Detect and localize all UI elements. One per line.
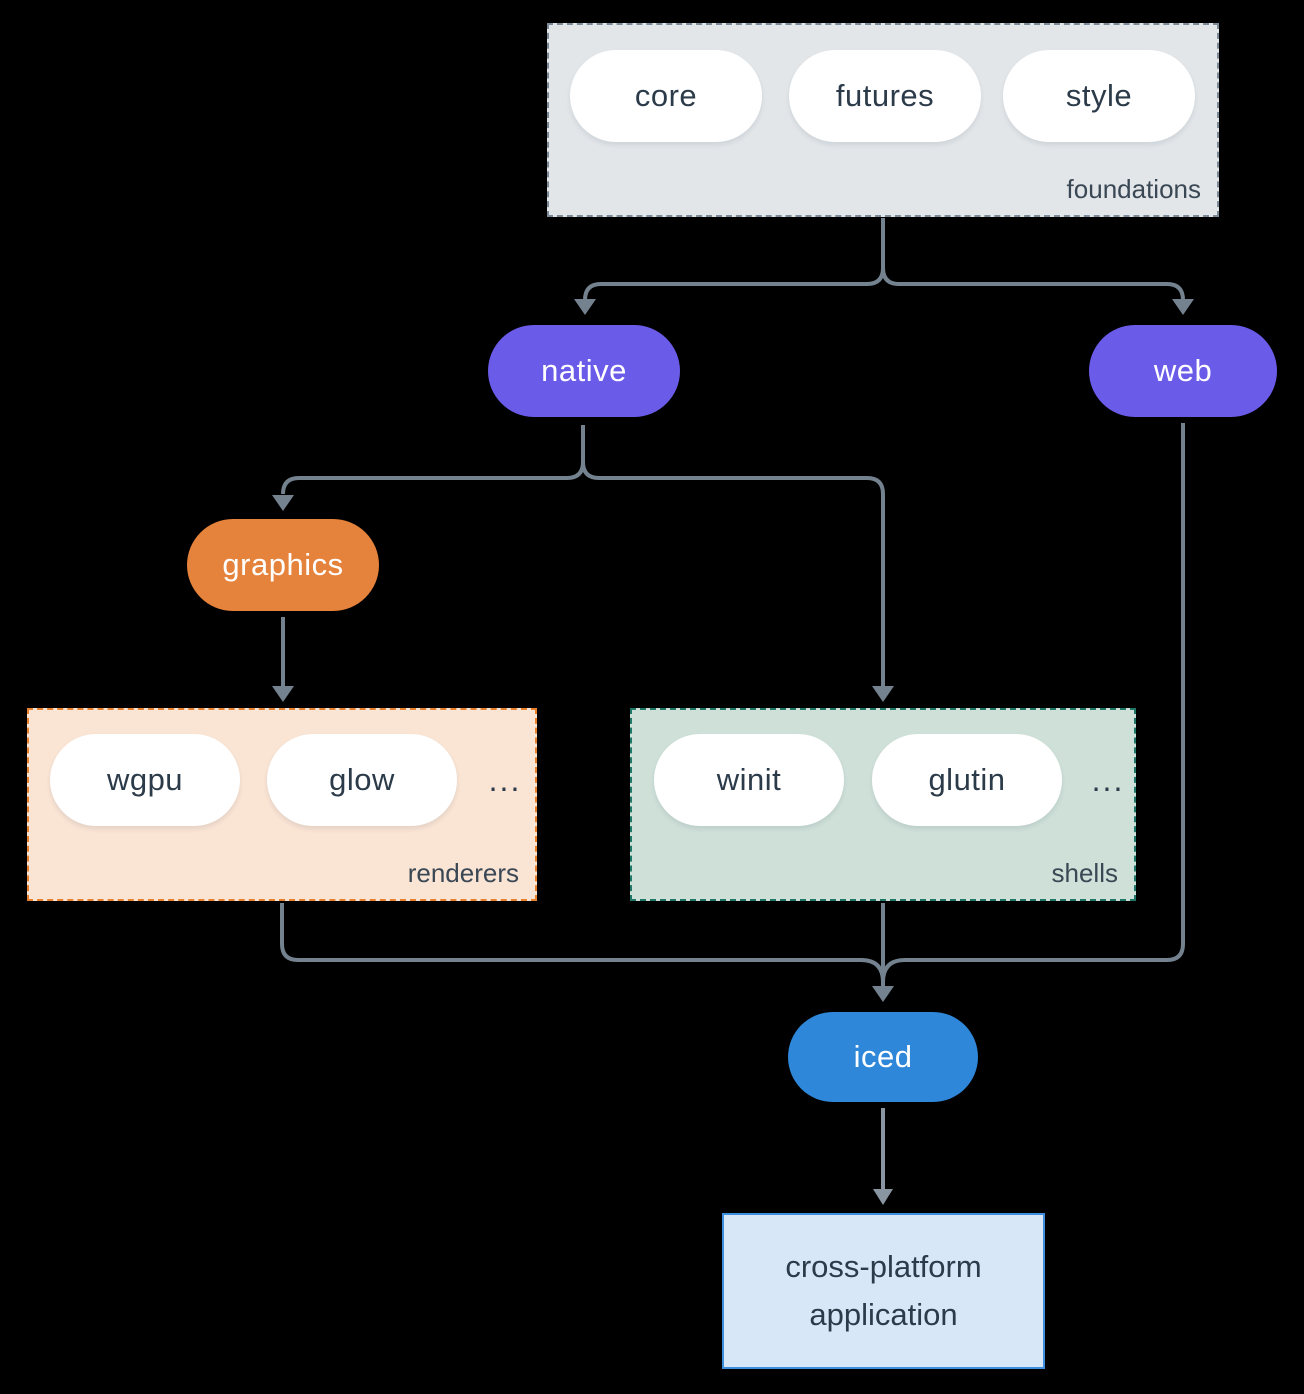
- node-native: native: [488, 325, 680, 417]
- edge-native-shells: [581, 461, 885, 686]
- arrowhead-shells: [872, 686, 894, 702]
- shells-ellipsis: ...: [1091, 761, 1125, 798]
- arrowhead-renderers: [272, 686, 294, 702]
- node-futures: futures: [789, 50, 981, 142]
- arrowhead-native: [574, 299, 596, 315]
- arrowhead-web: [1172, 299, 1194, 315]
- node-web: web: [1089, 325, 1277, 417]
- arrowhead-application: [873, 1189, 893, 1205]
- node-style: style: [1003, 50, 1195, 142]
- node-graphics: graphics: [187, 519, 379, 611]
- edge-native-graphics: [281, 425, 585, 495]
- edge-web-iced: [881, 423, 1185, 983]
- renderers-ellipsis: ...: [488, 761, 522, 798]
- node-core: core: [570, 50, 762, 142]
- arrowhead-iced: [872, 986, 894, 1002]
- node-cross-platform-application: cross-platform application: [722, 1213, 1045, 1369]
- group-shells-label: shells: [1051, 858, 1118, 888]
- group-foundations-label: foundations: [1066, 174, 1201, 204]
- node-wgpu: wgpu: [50, 734, 240, 826]
- node-iced: iced: [788, 1012, 978, 1102]
- group-renderers-label: renderers: [407, 858, 519, 888]
- group-foundations: core futures style foundations: [547, 23, 1219, 217]
- arrowhead-graphics: [272, 495, 294, 511]
- edge-foundations-web: [881, 267, 1185, 301]
- node-winit: winit: [654, 734, 844, 826]
- node-glow: glow: [267, 734, 457, 826]
- edge-renderers-iced: [280, 903, 885, 983]
- group-renderers: wgpu glow ... renderers: [27, 708, 537, 901]
- edge-foundations-native: [583, 218, 885, 301]
- group-shells: winit glutin ... shells: [630, 708, 1136, 901]
- node-glutin: glutin: [872, 734, 1062, 826]
